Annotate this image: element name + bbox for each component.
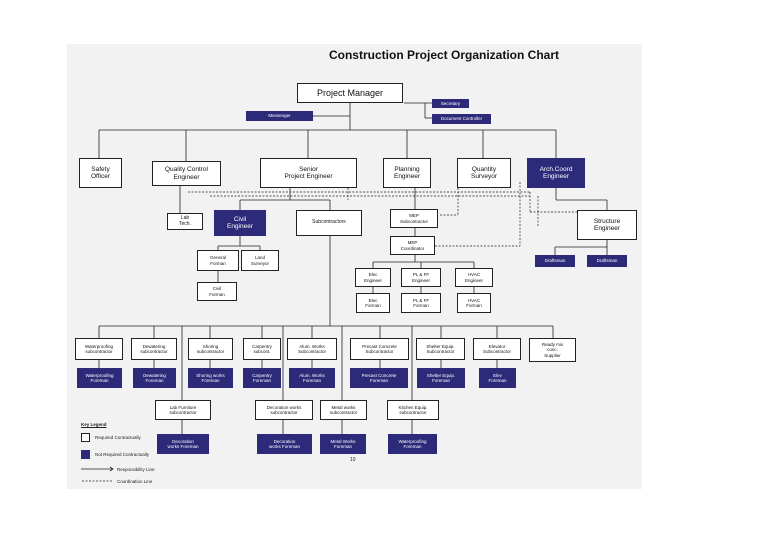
node-shoring-foreman: Shoring works Foreman [188,368,233,388]
node-carpentry-sub: Carpentry subcont. [243,338,281,360]
legend-title: Key Legend [81,422,107,427]
node-shoring-sub: Shoring subcontractor [188,338,233,360]
node-shelter-equip-foreman: Shelter Equip. Foreman [417,368,465,388]
node-plff-forman: PL & FF Forman [401,293,441,313]
node-civil-forman: Civil Forman [197,282,237,301]
node-elec-forman: Elec Forman [356,293,390,313]
node-safety-officer: Safety Officer [79,158,122,188]
legend-swatch-required [81,433,90,442]
node-elevator-sub: Elevator Subcontractor [473,338,521,360]
node-qc-engineer: Quality Control Engineer [152,161,221,186]
page-number: 10 [350,457,356,463]
node-plff-engineer: PL & FF Engineer [401,268,441,287]
node-lab-furniture-sub: Lab Furniture subcontractor [155,400,211,420]
node-shelter-equip-sub: Shelter Equip. Subcontractor [416,338,465,360]
legend-required-label: Required Contractually [95,435,141,440]
node-decoration-works-sub: Decoration works subcontractor [255,400,313,420]
legend-swatch-not-required [81,450,90,459]
chart-title: Construction Project Organization Chart [328,48,559,62]
node-secretary: Secretary [432,99,469,108]
node-lab-tech: Lab Tech. [167,213,203,230]
legend-coordination-label: Coordination Line [117,479,153,484]
node-alum-works-foreman: Alum. Works Foreman [289,368,335,388]
node-civil-engineer: Civil Engineer [214,210,266,236]
node-waterproofing-foreman: Waterproofing Foreman [77,368,122,388]
node-hvac-forman: HVAC Forman [457,293,491,313]
node-arch-coord-engineer: Arch.Coord Engineer [527,158,585,188]
node-decoration-foreman-2: Decoration works Foreman [257,434,312,454]
legend-not-required-label: Not Required Contractually [95,452,150,457]
node-quantity-surveyor: Quantity Surveyor [457,158,511,188]
node-land-surveyor: Land Surveyor [241,250,279,271]
node-planning-engineer: Planning Engineer [383,158,431,188]
node-elec-engineer: Elec Engineer [355,268,391,287]
node-waterproofing-foreman-2: Waterproofing Foreman [388,434,437,454]
node-draftsman-1: Draftsman [535,255,575,267]
node-elev-foreman: Elev Foreman [479,368,516,388]
node-metal-works-foreman: Metal Works Foreman [320,434,366,454]
node-precast-concrete-sub: Precast Concrete Subcontractor [350,338,409,360]
node-draftsman-2: Draftsman [587,255,627,267]
node-carpentry-foreman: Carpentry Foreman [243,368,281,388]
node-precast-concrete-foreman: Precast Concrete Foreman [350,368,408,388]
node-mep-coordinator: MEP Coordinator [390,236,435,255]
node-waterproofing-sub: Waterproofing subcontractor [75,338,123,360]
node-dewatering-foreman: Dewatering Foreman [133,368,176,388]
legend-responsibility-label: Responsibility Line [117,467,155,472]
node-general-forman: General Forman [197,250,239,271]
node-senior-project-engineer: Senior Project Engineer [260,158,357,188]
node-kitchen-equip-sub: Kitchen Equip. subcontractor [387,400,439,420]
node-metal-works-sub: Metal works subcontractor [320,400,367,420]
node-dewatering-sub: Dewatering subcontractor [131,338,177,360]
node-project-manager: Project Manager [297,83,403,103]
node-hvac-engineer: HVAC Engineer [455,268,493,287]
node-structure-engineer: Structure Engineer [577,210,637,240]
node-decoration-foreman-1: Decoration works Foreman [157,434,209,454]
node-document-controller: Document Controller [432,114,491,124]
node-ready-mix-supplier: Ready mix conc. Supplier [529,338,576,362]
node-mep-subcontractor: MEP Subcontractor [390,209,438,228]
node-subcontractors: Subcontractors [296,210,362,236]
node-alum-works-sub: Alum. Works Subcontractor [287,338,337,360]
node-messenger: Messenger [246,111,313,121]
